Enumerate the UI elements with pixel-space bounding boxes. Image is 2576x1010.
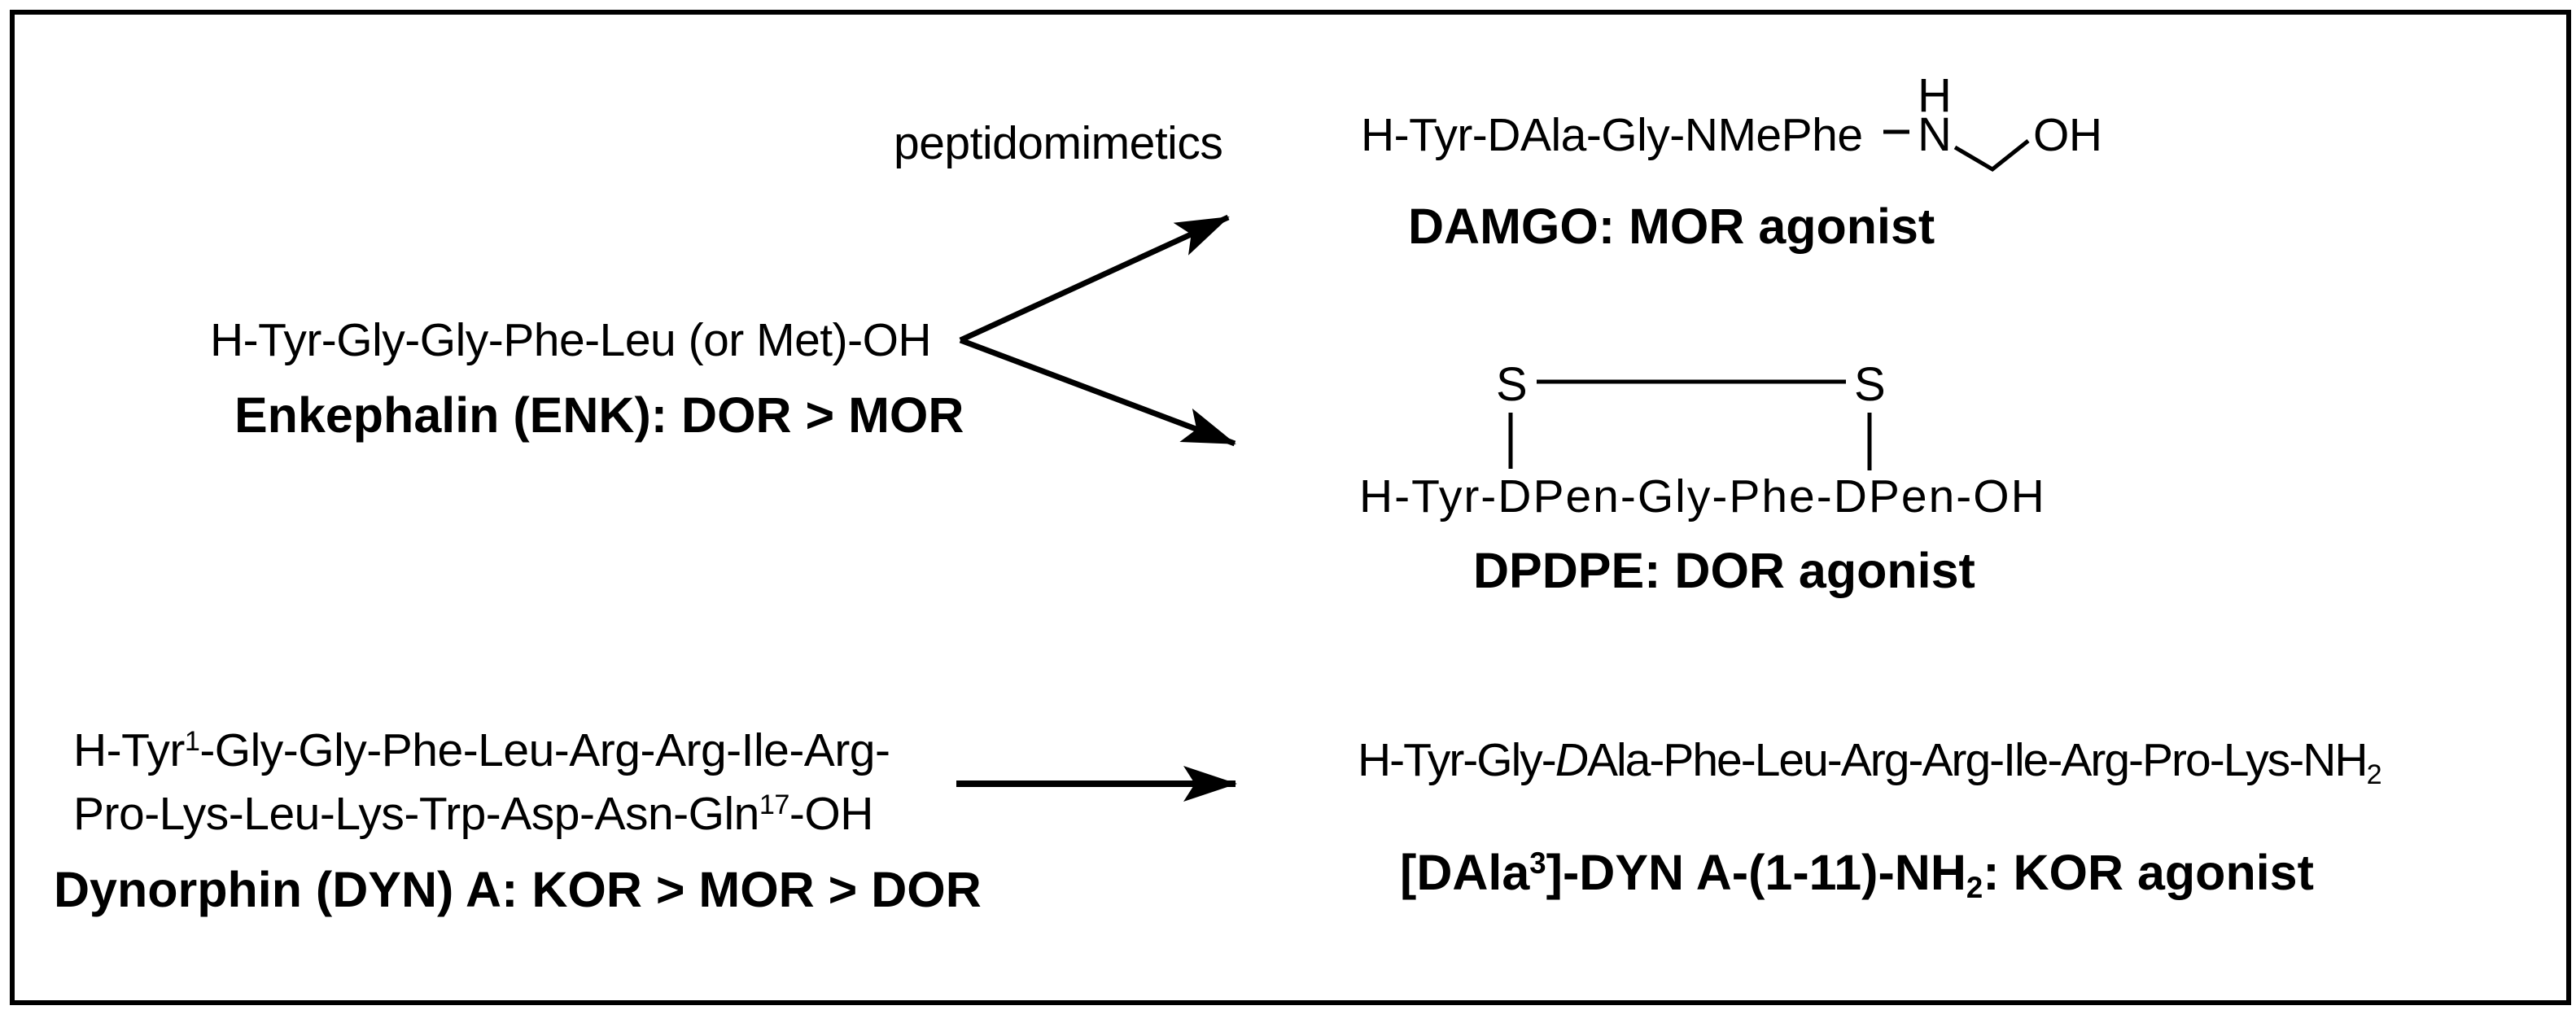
damgo-n-atom: N xyxy=(1918,108,1952,161)
damgo-label: DAMGO: MOR agonist xyxy=(1408,199,1935,254)
enkephalin-sequence: H-Tyr-Gly-Gly-Phe-Leu (or Met)-OH xyxy=(210,314,932,366)
dynorphin-sequence-line1: H-Tyr1-Gly-Gly-Phe-Leu-Arg-Arg-Ile-Arg- xyxy=(73,724,890,776)
damgo-sequence: H-Tyr-DAla-Gly-NMePhe xyxy=(1361,109,1863,161)
fork-arrow-upper xyxy=(959,214,1230,343)
product-sequence: H-Tyr-Gly-DAla-Phe-Leu-Arg-Arg-Ile-Arg-P… xyxy=(1358,734,2382,790)
damgo-h-atom: H xyxy=(1918,69,1952,122)
dynorphin-label: Dynorphin (DYN) A: KOR > MOR > DOR xyxy=(54,862,982,917)
fork-arrow-lower xyxy=(959,337,1236,447)
dpdpe-s-atom-left: S xyxy=(1496,358,1528,411)
damgo-oh-group: OH xyxy=(2033,109,2102,161)
dynorphin-sequence-line2: Pro-Lys-Leu-Lys-Trp-Asp-Asn-Gln17-OH xyxy=(73,788,873,840)
enkephalin-label: Enkephalin (ENK): DOR > MOR xyxy=(234,387,964,443)
dpdpe-sequence: H-Tyr-DPen-Gly-Phe-DPen-OH xyxy=(1359,470,2046,522)
dpdpe-s-atom-right: S xyxy=(1854,358,1886,411)
figure-border xyxy=(10,10,2571,1005)
damgo-n-ch2-oh-bond xyxy=(1953,139,2030,173)
product-label: [DAla3]-DYN A-(1-11)-NH2: KOR agonist xyxy=(1400,845,2314,905)
dpdpe-label: DPDPE: DOR agonist xyxy=(1473,543,1975,598)
peptidomimetics-label: peptidomimetics xyxy=(894,117,1223,169)
